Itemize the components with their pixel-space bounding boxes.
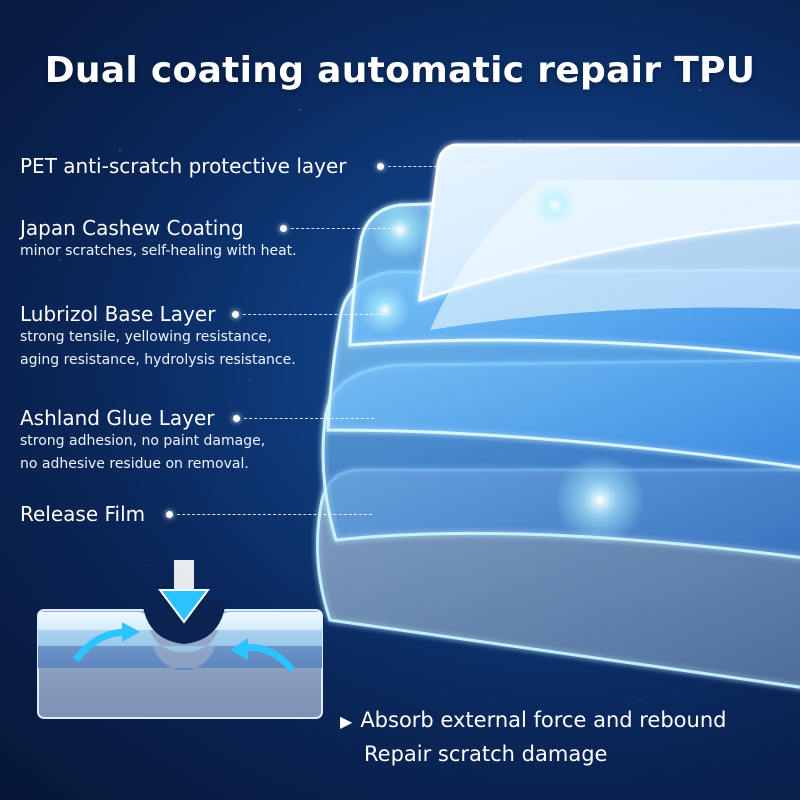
leader-dot xyxy=(280,225,287,232)
layer-name: PET anti-scratch protective layer xyxy=(20,154,347,178)
light-flare xyxy=(555,455,645,545)
layer-label-release: Release Film xyxy=(20,502,145,526)
leader-dot xyxy=(233,415,240,422)
leader-dot xyxy=(377,163,384,170)
curved-arrow-icon xyxy=(230,638,248,660)
leader-line xyxy=(244,418,374,419)
layer-name: Lubrizol Base Layer xyxy=(20,302,216,326)
page-title: Dual coating automatic repair TPU xyxy=(44,50,756,91)
layer-label-ashland: Ashland Glue Layer strong adhesion, no p… xyxy=(20,406,265,476)
layer-name: Japan Cashew Coating xyxy=(20,216,244,240)
layer-description: strong tensile, yellowing resistance, xyxy=(20,329,272,345)
leader-line xyxy=(177,514,372,515)
caption-line: Repair scratch damage xyxy=(364,742,608,766)
caption-line: Absorb external force and rebound xyxy=(360,708,727,732)
down-arrow-icon xyxy=(158,560,210,624)
leader-line xyxy=(243,314,383,315)
light-flare xyxy=(360,285,410,335)
light-flare xyxy=(533,183,577,227)
layer-label-pet: PET anti-scratch protective layer xyxy=(20,154,347,178)
front-sheet-highlight xyxy=(430,180,800,330)
leader-dot xyxy=(232,311,239,318)
self-repair-diagram xyxy=(37,560,323,719)
layer-label-cashew: Japan Cashew Coating minor scratches, se… xyxy=(20,216,297,263)
curved-arrow-icon xyxy=(122,622,140,642)
layer-name: Ashland Glue Layer xyxy=(20,406,215,430)
leader-line xyxy=(291,228,406,229)
leader-dot xyxy=(166,511,173,518)
light-flare xyxy=(370,200,430,260)
layer-band xyxy=(38,612,322,636)
triangle-right-icon: ▶ xyxy=(340,712,353,731)
repair-caption: ▶ Absorb external force and rebound Repai… xyxy=(340,704,726,770)
layer-description: strong adhesion, no paint damage, xyxy=(20,433,266,449)
layer-description: aging resistance, hydrolysis resistance. xyxy=(20,352,296,368)
layer-name: Release Film xyxy=(20,502,146,526)
layer-description: no adhesive residue on removal. xyxy=(20,456,249,472)
layer-description: minor scratches, self-healing with heat. xyxy=(20,243,297,259)
layer-label-lubrizol: Lubrizol Base Layer strong tensile, yell… xyxy=(20,302,296,372)
leader-line xyxy=(388,166,498,167)
